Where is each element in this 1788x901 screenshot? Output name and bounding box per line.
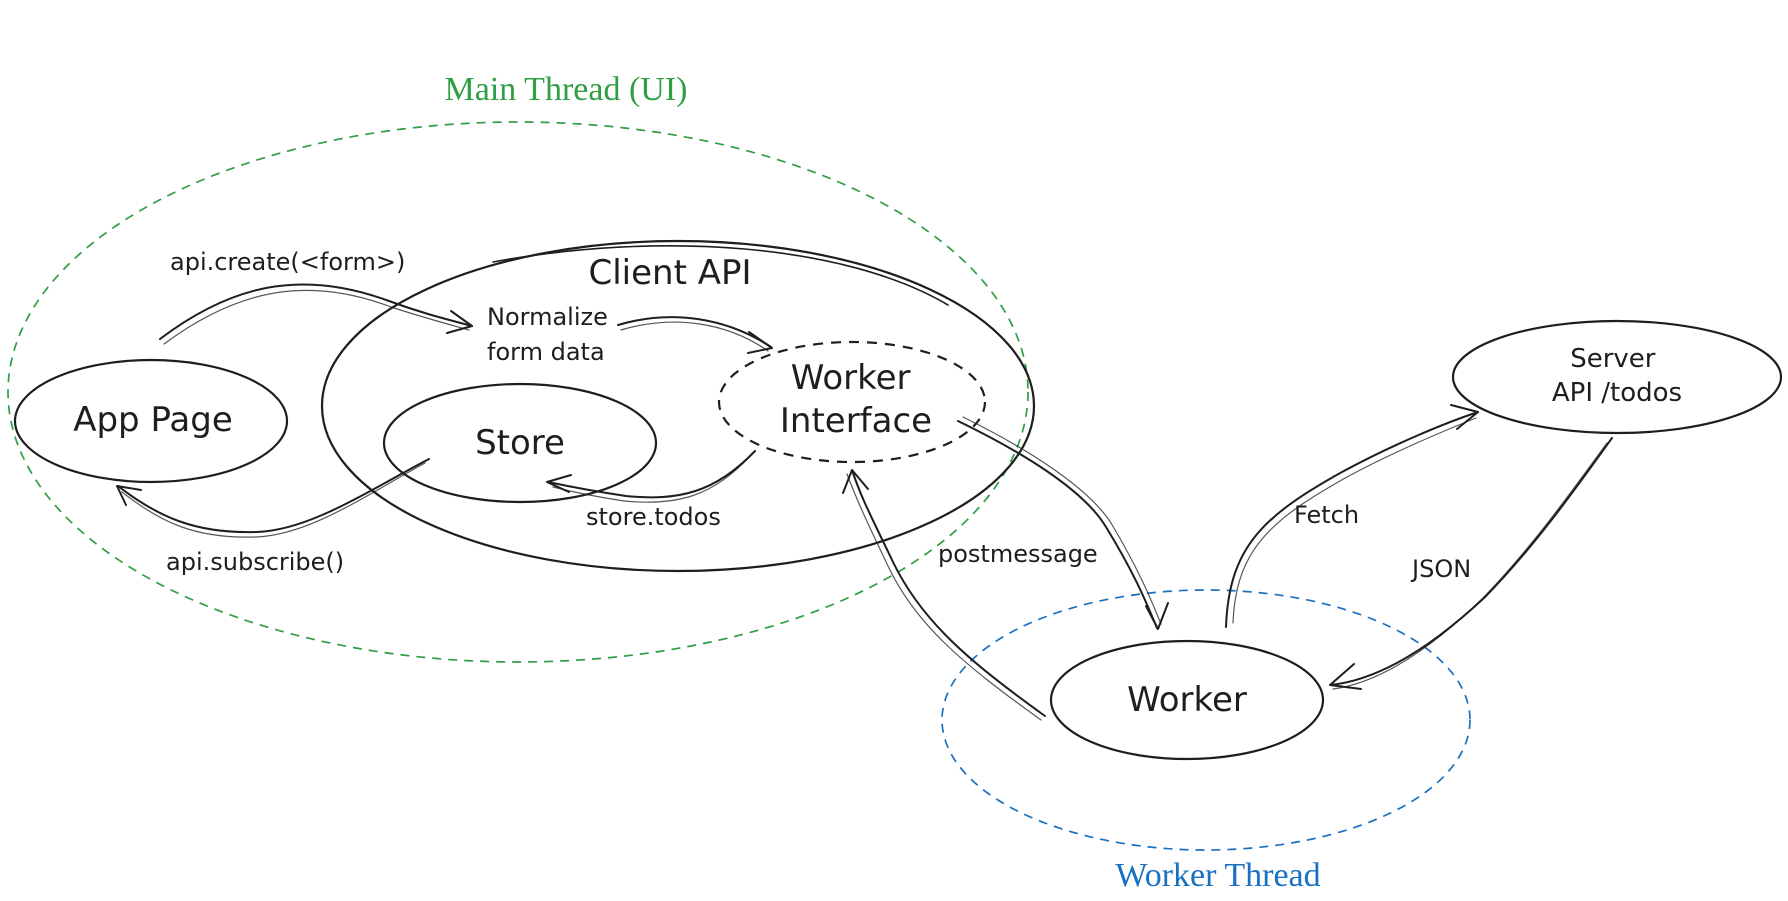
worker-interface-node: Worker Interface [717, 340, 987, 464]
app-page-node: App Page [13, 358, 289, 484]
edge-api-subscribe: api.subscribe() [116, 458, 430, 576]
worker-interface-to-worker-arrowhead [1145, 602, 1169, 630]
worker-interface-to-worker-arrow [957, 420, 1158, 629]
worker-to-worker-interface-sketch [846, 473, 1042, 721]
server-node: Server API /todos [1451, 319, 1783, 435]
normalize-to-worker-interface-sketch [620, 321, 769, 352]
api-create-arrowhead [446, 310, 473, 334]
server-ellipse [1451, 319, 1783, 435]
worker-interface-to-store-arrow [547, 450, 756, 499]
worker-label: Worker [1127, 680, 1247, 720]
api-create-arrow-sketch [163, 289, 470, 345]
worker-thread-group: Worker Thread [941, 589, 1471, 894]
store-todos-label: store.todos [586, 503, 721, 531]
worker-node: Worker [1049, 639, 1325, 761]
server-to-worker-arrow [1329, 437, 1613, 686]
worker-to-server-sketch [1232, 417, 1477, 624]
edge-worker-to-worker-interface: postmessage [842, 469, 1098, 721]
worker-to-worker-interface-arrowhead [842, 469, 869, 494]
worker-thread-label: Worker Thread [1115, 857, 1320, 894]
json-label: JSON [1410, 555, 1471, 583]
worker-to-worker-interface-arrow [851, 469, 1046, 717]
main-thread-label: Main Thread (UI) [445, 71, 688, 108]
worker-to-server-arrow [1225, 411, 1479, 628]
edge-normalize-to-worker-interface [617, 316, 773, 354]
normalize-note: Normalize form data [487, 303, 616, 366]
api-subscribe-sketch [121, 462, 426, 538]
worker-interface-to-worker-sketch [962, 416, 1162, 625]
edge-worker-to-server: Fetch [1225, 404, 1479, 628]
worker-interface-to-store-sketch [552, 454, 752, 503]
client-api-ellipse [320, 239, 1036, 573]
client-api-sketch-stroke [492, 245, 949, 306]
api-create-arrow [159, 283, 473, 340]
edge-server-to-worker: JSON [1329, 437, 1613, 690]
app-page-label: App Page [73, 400, 233, 440]
normalize-to-worker-interface-arrow [617, 316, 772, 348]
fetch-label: Fetch [1294, 501, 1359, 529]
server-line-2: API /todos [1552, 378, 1682, 408]
edge-worker-interface-to-store: store.todos [546, 450, 756, 531]
worker-interface-ellipse [717, 340, 987, 464]
store-label: Store [475, 423, 565, 463]
server-to-worker-sketch [1332, 442, 1608, 690]
client-api-node: Client API [320, 239, 1036, 573]
worker-interface-label: Worker Interface [780, 358, 932, 441]
edge-worker-interface-to-worker [957, 416, 1169, 630]
normalize-to-worker-interface-arrowhead [747, 331, 773, 354]
store-ellipse [382, 382, 658, 504]
api-subscribe-arrowhead [116, 485, 142, 506]
worker-ellipse [1049, 639, 1325, 761]
client-api-label: Client API [588, 253, 751, 293]
api-subscribe-label: api.subscribe() [166, 548, 344, 576]
worker-interface-to-store-arrowhead [546, 474, 572, 493]
normalize-line-1: Normalize [487, 303, 608, 331]
main-thread-boundary [7, 121, 1029, 663]
server-line-1: Server [1570, 344, 1656, 374]
app-page-ellipse [13, 358, 289, 484]
main-thread-group: Main Thread (UI) [7, 71, 1029, 663]
worker-thread-boundary [941, 589, 1471, 851]
postmessage-label: postmessage [938, 540, 1098, 568]
api-subscribe-arrow [117, 458, 430, 534]
normalize-label: Normalize form data [487, 303, 616, 366]
api-create-label: api.create(<form>) [170, 248, 405, 276]
store-node: Store [382, 382, 658, 504]
worker-interface-line-2: Interface [780, 401, 932, 441]
edge-api-create: api.create(<form>) [159, 248, 473, 345]
normalize-line-2: form data [487, 338, 605, 366]
worker-interface-line-1: Worker [791, 358, 911, 398]
server-label: Server API /todos [1552, 344, 1682, 408]
worker-to-server-arrowhead [1450, 404, 1479, 430]
server-to-worker-arrowhead [1329, 663, 1362, 690]
